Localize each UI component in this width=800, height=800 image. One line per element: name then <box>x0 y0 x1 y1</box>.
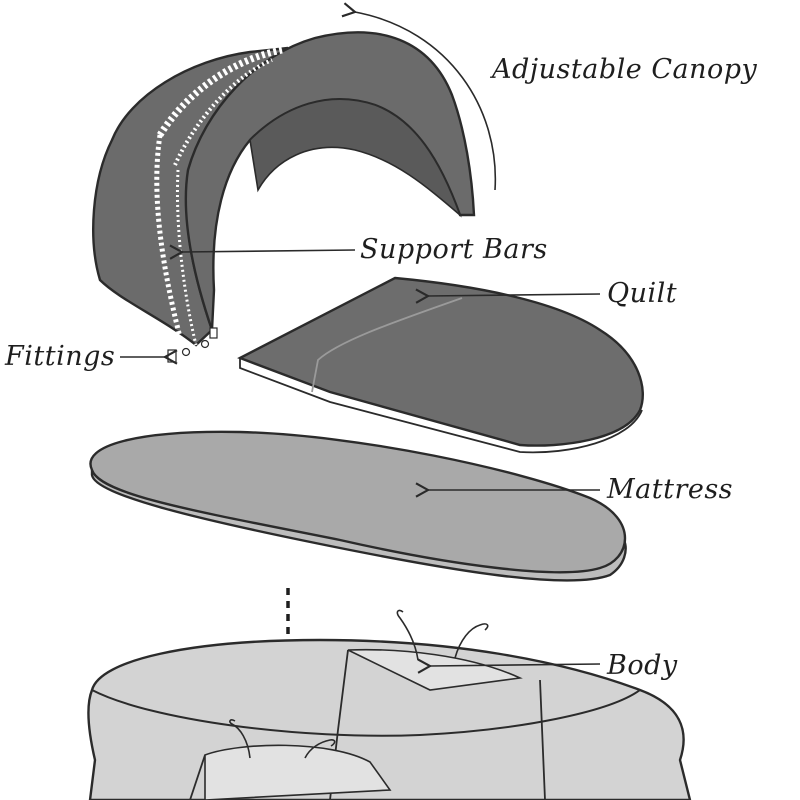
canopy-adjust-arrow <box>341 2 497 191</box>
body-handle-cord-front-1 <box>229 719 251 759</box>
body-seam-front <box>189 754 206 800</box>
mattress-top <box>89 430 627 574</box>
support-bar-front <box>157 46 283 137</box>
mattress-part <box>89 430 627 582</box>
leader-body <box>417 658 601 674</box>
body-strap-rear <box>347 648 523 691</box>
quilt-part <box>237 276 644 454</box>
label-adjustable-canopy: Adjustable Canopy <box>489 54 758 85</box>
quilt-fold-line <box>311 297 463 393</box>
leader-quilt <box>415 288 601 304</box>
body-handle-cord-rear-1 <box>396 609 419 661</box>
label-mattress: Mattress <box>606 474 733 505</box>
label-fittings: Fittings <box>4 341 115 372</box>
label-body: Body <box>606 650 678 681</box>
support-bar-rear <box>173 58 273 166</box>
support-bar-left <box>154 134 185 346</box>
canopy-inner-lining <box>249 98 462 218</box>
canopy-part <box>92 31 476 363</box>
body-seam-right <box>539 679 546 800</box>
quilt-body <box>237 276 644 447</box>
body-strap-front <box>204 744 392 800</box>
label-support-bars: Support Bars <box>360 234 548 265</box>
quilt-edge <box>239 358 643 454</box>
support-bar-right <box>175 169 198 346</box>
body-part <box>87 609 692 800</box>
body-handle-cord-rear-2 <box>454 623 489 659</box>
body-handle-cord-front-2 <box>304 739 336 759</box>
leader-support-bars <box>169 244 356 260</box>
body-rim <box>91 689 641 737</box>
label-quilt: Quilt <box>607 278 677 309</box>
